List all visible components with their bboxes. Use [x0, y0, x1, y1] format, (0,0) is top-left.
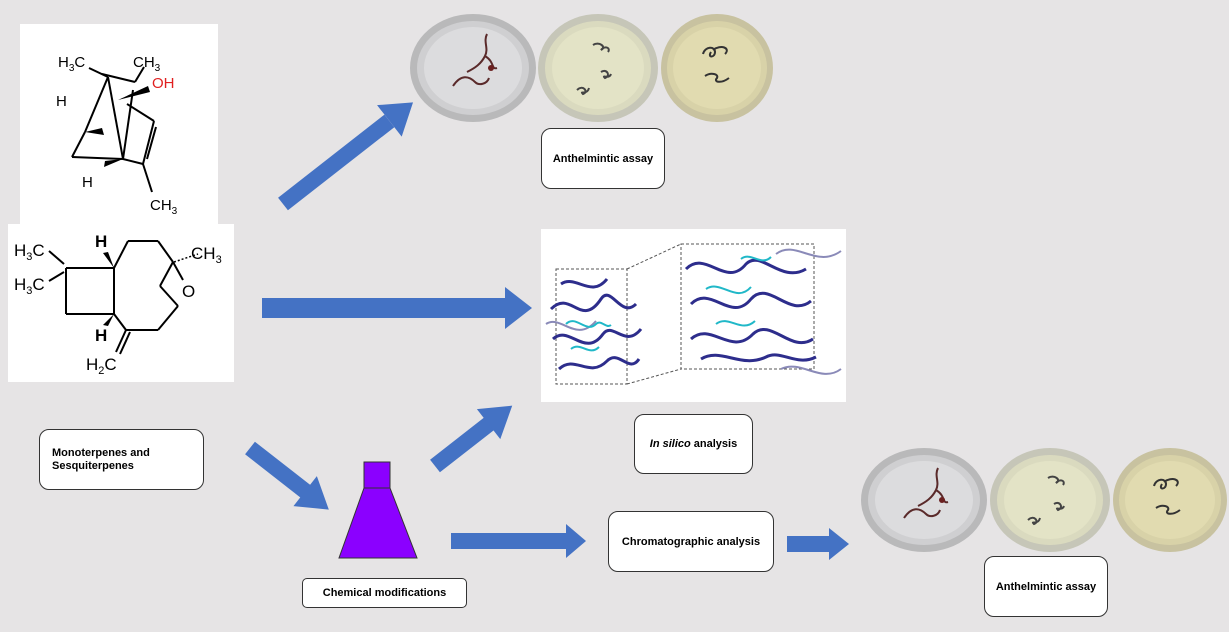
- ch3-bottom-label: CH3: [150, 197, 178, 217]
- h2c-label: H2C: [86, 355, 117, 377]
- insilico-text: In silico analysis: [649, 438, 738, 450]
- h3c-label: H3C: [58, 54, 85, 74]
- arrow-to-flask: [245, 441, 329, 510]
- arrow-flask-to-insilico: [430, 405, 513, 473]
- molecule-verbenol-panel: H3C CH3 OH H H CH3: [20, 24, 218, 224]
- insilico-analysis-label: In silico analysis: [634, 414, 753, 474]
- petri-dish: [410, 14, 536, 122]
- h3c-a-label: H3C: [14, 241, 45, 263]
- chemical-modifications-label: Chemical modifications: [302, 578, 467, 608]
- petri-dish: [990, 448, 1110, 552]
- wedge-bond: [103, 252, 114, 268]
- ch3-top-label: CH3: [133, 54, 161, 74]
- arrow-to-insilico: [262, 287, 532, 329]
- ch3-label: CH3: [191, 244, 222, 266]
- protein-docking-image: [545, 243, 842, 385]
- wedge-bond: [104, 159, 123, 167]
- h-bottom-label: H: [95, 326, 107, 345]
- o-label: O: [182, 282, 195, 301]
- monoterpenes-text: Monoterpenes and Sesquiterpenes: [52, 446, 150, 472]
- wedge-bond: [103, 314, 114, 326]
- molecule-caryophyllene-oxide-structure: H3C H3C H H CH3 O H2C: [14, 232, 222, 377]
- anthelmintic-assay-top-label: Anthelmintic assay: [541, 128, 665, 189]
- chromatographic-analysis-label: Chromatographic analysis: [608, 511, 774, 572]
- molecule-caryophyllene-oxide-panel: H3C H3C H H CH3 O H2C: [8, 224, 234, 382]
- petri-dishes-top: [410, 14, 773, 122]
- wedge-bond: [118, 86, 150, 100]
- arrow-to-chromatographic: [451, 524, 586, 558]
- arrow-to-anthelmintic-bottom: [787, 528, 849, 560]
- h-left-label: H: [56, 93, 67, 110]
- insilico-docking-panel: [541, 229, 846, 402]
- petri-dish: [1113, 448, 1227, 552]
- oh-label: OH: [152, 75, 175, 92]
- petri-dish: [861, 448, 987, 552]
- h3c-b-label: H3C: [14, 275, 45, 297]
- arrow-to-anthelmintic-top: [278, 102, 414, 211]
- flask-icon: [338, 461, 418, 559]
- wedge-bond: [85, 128, 104, 135]
- monoterpenes-sesquiterpenes-label: Monoterpenes and Sesquiterpenes: [39, 429, 204, 490]
- molecule-verbenol-structure: H3C CH3 OH H H CH3: [56, 54, 178, 217]
- anthelmintic-assay-top-text: Anthelmintic assay: [552, 152, 654, 165]
- petri-dish: [661, 14, 773, 122]
- h-top-label: H: [95, 232, 107, 251]
- petri-dishes-bottom: [861, 448, 1227, 552]
- anthelmintic-assay-bottom-label: Anthelmintic assay: [984, 556, 1108, 617]
- petri-dish: [538, 14, 658, 122]
- h-bottom-label: H: [82, 174, 93, 191]
